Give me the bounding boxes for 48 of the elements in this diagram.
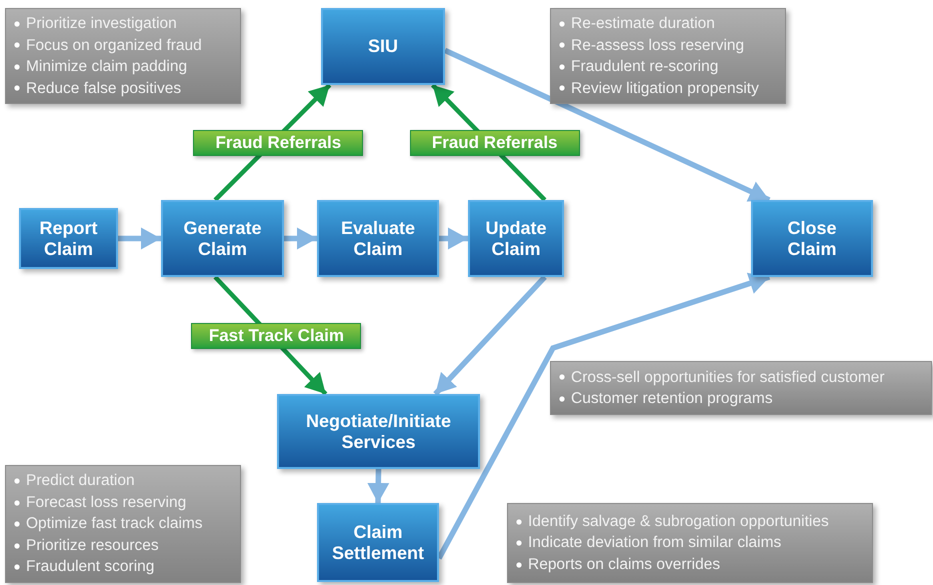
- bullet-text: Identify salvage & subrogation opportunities: [528, 512, 829, 532]
- edge-label: Fast Track Claim: [191, 322, 362, 348]
- bullet-text: Predict duration: [26, 471, 135, 492]
- process-box: [277, 394, 480, 469]
- process-box: [317, 200, 439, 277]
- bullet-text: Cross-sell opportunities for satisfied customer: [571, 368, 885, 388]
- process-box: [468, 200, 564, 277]
- bullet-text: Minimize claim padding: [26, 57, 188, 77]
- note-box: [5, 465, 241, 583]
- note-box: [507, 503, 873, 583]
- bullet-text: Focus on organized fraud: [26, 36, 202, 56]
- process-box: [161, 200, 284, 277]
- process-label: Negotiate/Initiate Services: [304, 410, 452, 452]
- edge-label: Fraud Referrals: [410, 130, 580, 156]
- bullet-text: Prioritize resources: [26, 536, 159, 556]
- bullet-text: Fraudulent re-scoring: [571, 57, 718, 77]
- bullet-text: Customer retention programs: [571, 389, 773, 409]
- bullet-text: Re-assess loss reserving: [571, 36, 744, 56]
- edge-label: Fraud Referrals: [193, 130, 364, 156]
- process-label: Close Claim: [786, 218, 838, 260]
- bullet-text: Forecast loss reserving: [26, 492, 186, 513]
- bullet-text: Optimize fast track claims: [26, 514, 203, 534]
- process-label: Evaluate Claim: [340, 218, 416, 260]
- note-box: [5, 8, 241, 104]
- bullet-text: Reduce false positives: [26, 78, 182, 98]
- process-box: [19, 208, 118, 269]
- process-box: [321, 8, 445, 85]
- bullet-text: Reports on claims overrides: [528, 554, 720, 575]
- process-label: SIU: [368, 36, 398, 57]
- arrow: [284, 228, 317, 250]
- arrow: [433, 275, 547, 396]
- arrow: [439, 228, 468, 250]
- bullet-text: Review litigation propensity: [571, 78, 759, 98]
- arrow: [367, 468, 390, 504]
- bullet-text: Indicate deviation from similar claims: [528, 533, 782, 554]
- process-label: Report Claim: [38, 218, 98, 260]
- bullet-text: Re-estimate duration: [571, 14, 715, 34]
- note-box: [550, 361, 932, 415]
- bullet-text: Prioritize investigation: [26, 14, 177, 34]
- process-label: Update Claim: [484, 218, 548, 260]
- note-box: [550, 8, 786, 104]
- process-box: [317, 503, 439, 582]
- process-box: [751, 200, 873, 277]
- process-label: Claim Settlement: [330, 522, 426, 564]
- bullet-text: Fraudulent scoring: [26, 557, 154, 578]
- process-label: Generate Claim: [182, 218, 263, 260]
- arrow: [118, 228, 161, 250]
- arrow: [444, 48, 770, 202]
